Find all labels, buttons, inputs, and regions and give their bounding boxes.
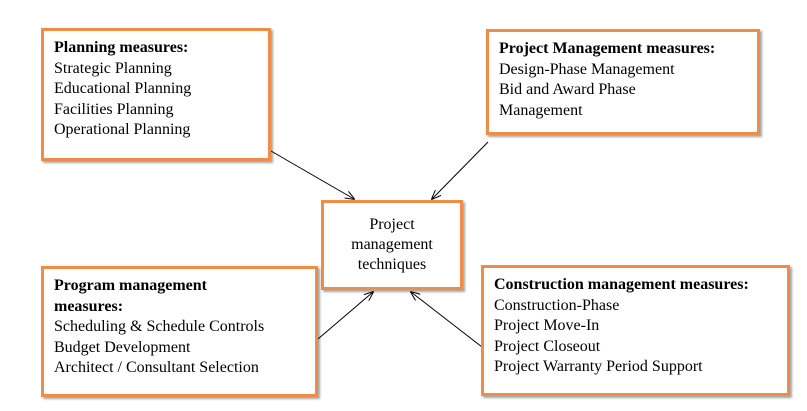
program-management-item: Architect / Consultant Selection (54, 359, 259, 376)
program-management-item: Scheduling & Schedule Controls (54, 318, 265, 335)
arrow-planning-to-center (270, 150, 354, 199)
program-management-measures-title: Program management measures: (54, 277, 207, 315)
construction-management-measures-title: Construction management measures: (494, 276, 749, 293)
planning-item: Educational Planning (54, 80, 192, 97)
construction-management-measures-box: Construction management measures: Constr… (481, 265, 790, 396)
project-management-techniques-box: Project management techniques (321, 200, 463, 290)
planning-item: Facilities Planning (54, 100, 174, 118)
project-management-item: Design-Phase Management (499, 60, 675, 78)
arrow-program-to-center (317, 292, 373, 340)
planning-item: Operational Planning (54, 121, 191, 138)
arrow-construction-to-center (411, 292, 483, 348)
construction-management-item: Project Move-In (494, 317, 600, 334)
construction-management-item: Project Closeout (494, 337, 601, 355)
center-label-line: management (351, 236, 433, 253)
construction-management-item: Construction-Phase (494, 296, 620, 314)
center-label-line: techniques (357, 256, 427, 273)
construction-management-item: Project Warranty Period Support (494, 358, 703, 375)
project-management-item: Management (499, 101, 583, 119)
program-management-measures-box: Program management measures: Scheduling … (41, 266, 318, 397)
planning-item: Strategic Planning (54, 59, 172, 77)
program-management-item: Budget Development (54, 338, 191, 356)
arrow-pm-to-center (432, 141, 489, 199)
planning-measures-title: Planning measures: (54, 39, 189, 56)
project-management-measures-box: Project Management measures: Design-Phas… (486, 29, 760, 135)
planning-measures-box: Planning measures: Strategic Planning Ed… (41, 28, 271, 161)
project-management-item: Bid and Award Phase (499, 81, 636, 98)
center-label-line: Project (369, 216, 415, 233)
project-management-measures-title: Project Management measures: (499, 40, 716, 57)
